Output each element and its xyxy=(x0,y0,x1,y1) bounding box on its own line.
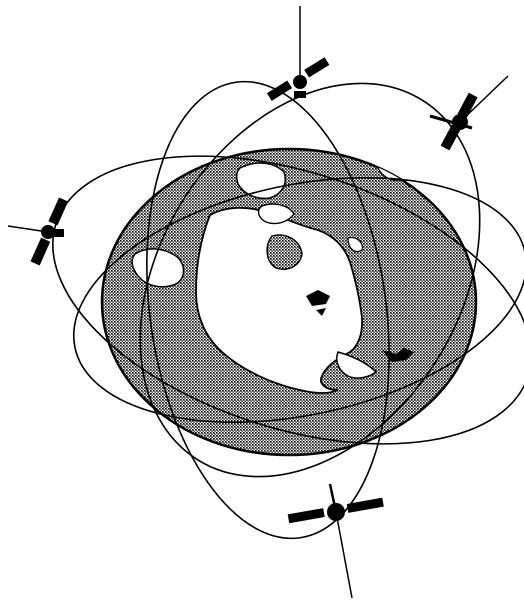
satellite-icon xyxy=(267,6,329,101)
earth-globe-icon xyxy=(102,148,476,455)
satellite-icon xyxy=(8,197,68,265)
satellite-icon xyxy=(288,484,384,598)
satellite-icon xyxy=(430,76,508,150)
